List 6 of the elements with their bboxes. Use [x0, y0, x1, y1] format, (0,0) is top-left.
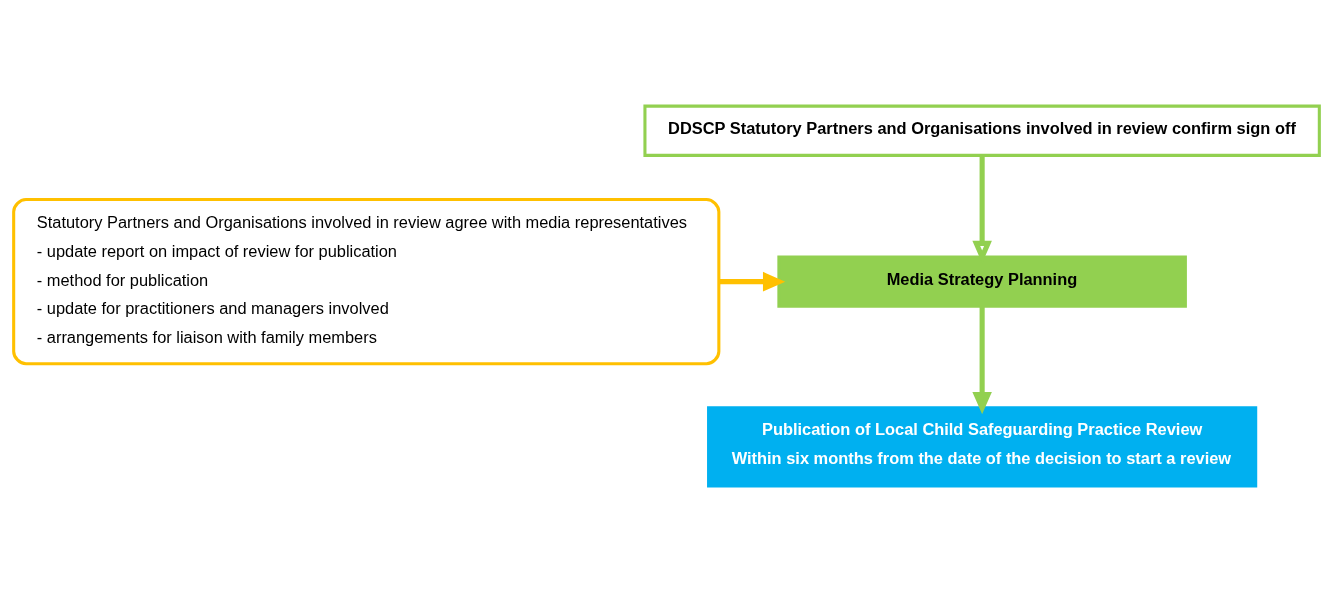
arrow — [719, 271, 786, 292]
node-box: Media Strategy Planning — [777, 255, 1187, 308]
node-box: DDSCP Statutory Partners and Organisations involved in review confirm sign off — [643, 104, 1321, 157]
node-box: Publication of Local Child Safeguarding Practice Review Within six months from the date of the decision to start a review — [707, 406, 1258, 488]
node-box: Statutory Partners and Organisations involved in review agree with media representatives - update report on impact of review for publication - method for publication - update for practitioners and managers involved - arrangements for liaison with family members — [12, 197, 721, 366]
arrow — [972, 306, 992, 415]
